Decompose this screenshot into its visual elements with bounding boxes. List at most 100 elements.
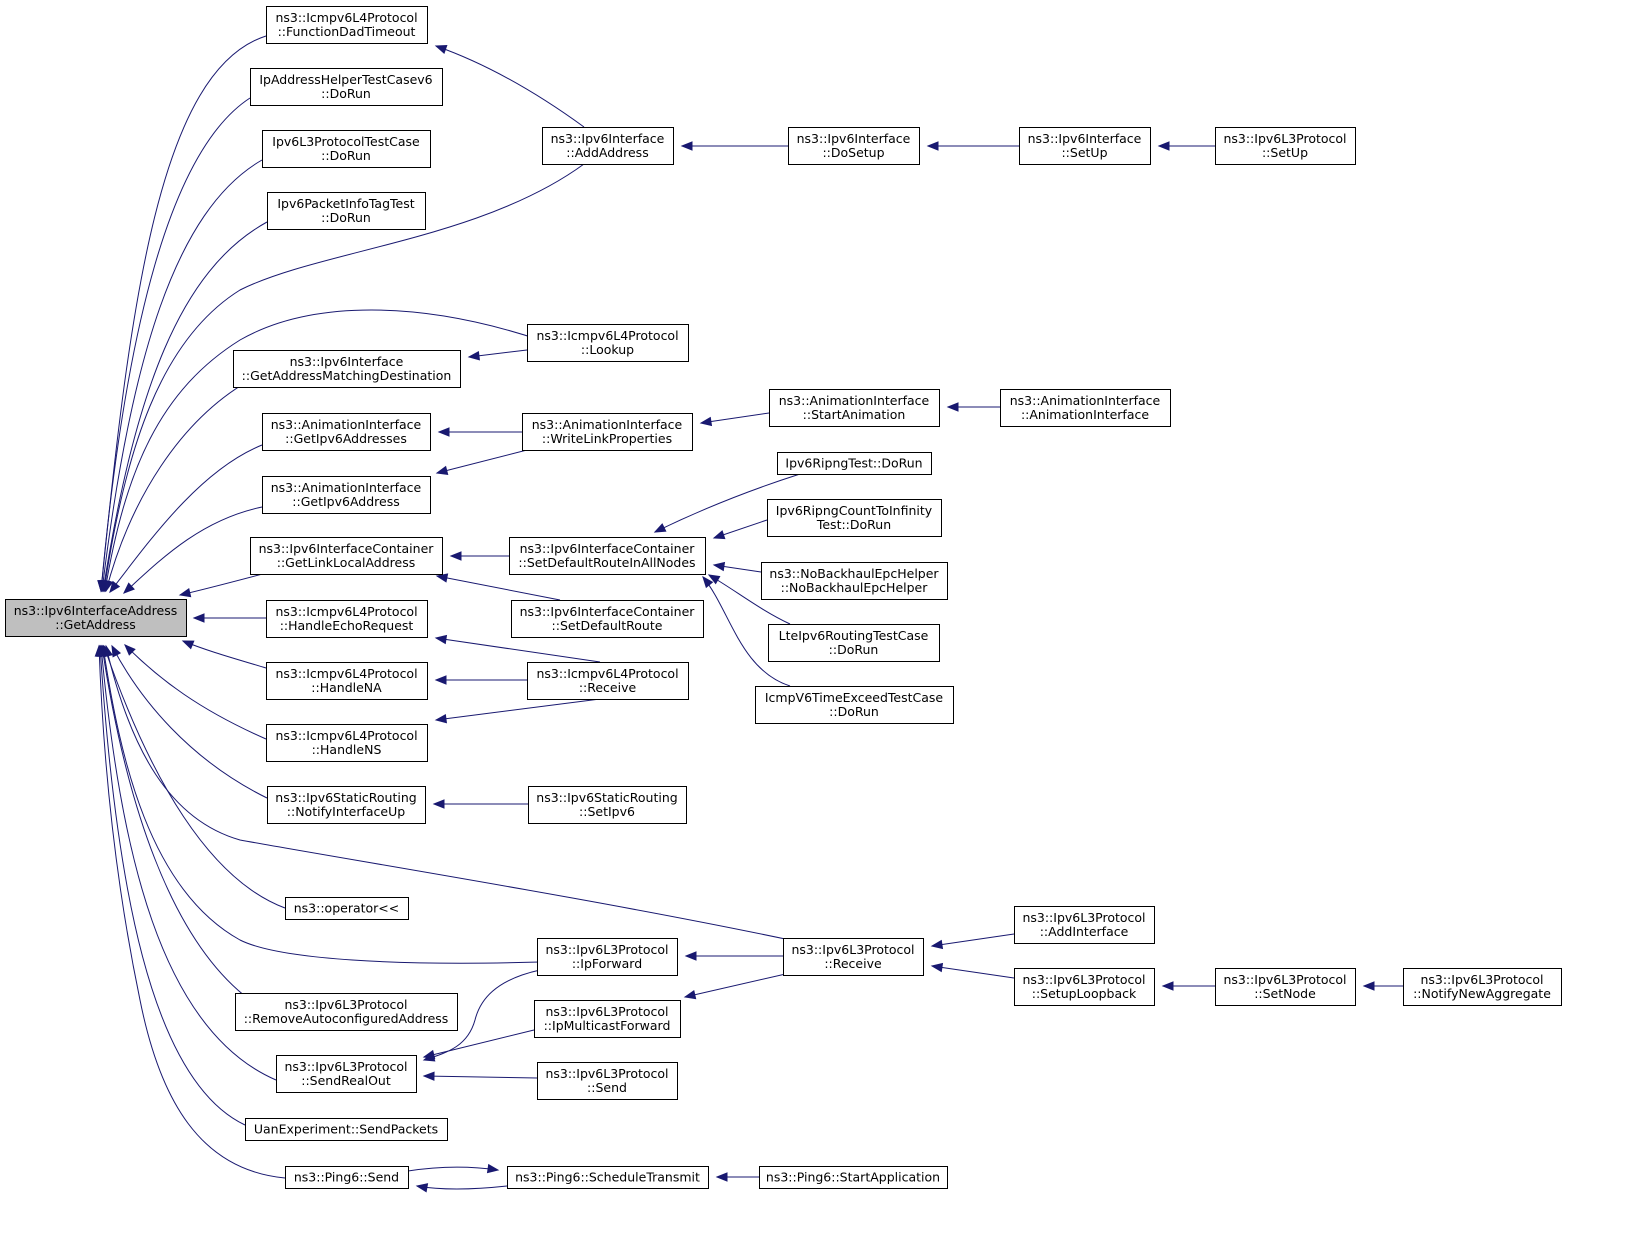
node-iphelper[interactable]: IpAddressHelperTestCasev6::DoRun <box>250 68 443 106</box>
node-label-line: ::IpMulticastForward <box>544 1018 671 1033</box>
node-cont_setdef[interactable]: ns3::Ipv6InterfaceContainer::SetDefaultR… <box>511 600 704 638</box>
node-ping_sched[interactable]: ns3::Ping6::ScheduleTransmit <box>507 1166 709 1189</box>
node-label-line: ::AddInterface <box>1040 924 1129 939</box>
call-edge-l3_setnode-to-l3_setuploop <box>1161 981 1215 991</box>
node-l3_ipforward[interactable]: ns3::Ipv6L3Protocol::IpForward <box>537 938 678 976</box>
node-l3_setnode[interactable]: ns3::Ipv6L3Protocol::SetNode <box>1215 968 1356 1006</box>
node-ping_send[interactable]: ns3::Ping6::Send <box>285 1166 409 1189</box>
call-edge-icmp_echo-to-root <box>192 613 266 623</box>
call-edge-lte_routing-to-cont_setdefall <box>707 574 791 625</box>
node-box <box>262 476 431 514</box>
edge-line <box>124 644 267 740</box>
node-icmp_dad[interactable]: ns3::Icmpv6L4Protocol::FunctionDadTimeou… <box>266 6 428 44</box>
node-anim_writelink[interactable]: ns3::AnimationInterface::WriteLinkProper… <box>522 413 693 451</box>
node-if_dosetup[interactable]: ns3::Ipv6Interface::DoSetup <box>788 127 920 165</box>
node-if_addaddr[interactable]: ns3::Ipv6Interface::AddAddress <box>542 127 674 165</box>
node-box <box>527 324 689 362</box>
node-l3_ipmcast[interactable]: ns3::Ipv6L3Protocol::IpMulticastForward <box>534 1000 681 1038</box>
node-anim_getaddrs[interactable]: ns3::AnimationInterface::GetIpv6Addresse… <box>262 413 431 451</box>
node-if_setup[interactable]: ns3::Ipv6Interface::SetUp <box>1019 127 1151 165</box>
node-anim_getaddr[interactable]: ns3::AnimationInterface::GetIpv6Address <box>262 476 431 514</box>
node-label-line: ns3::Ipv6InterfaceContainer <box>259 541 435 556</box>
edge-arrowhead <box>930 939 944 950</box>
node-box <box>266 6 428 44</box>
node-box <box>245 1118 448 1141</box>
edge-arrowhead <box>434 45 448 54</box>
node-box <box>509 537 706 575</box>
node-pktinfo[interactable]: Ipv6PacketInfoTagTest::DoRun <box>267 192 426 230</box>
call-edge-if_setup-to-if_dosetup <box>926 141 1019 151</box>
edge-line <box>423 969 541 1061</box>
node-label-line: ns3::Ipv6Interface <box>1028 131 1142 146</box>
call-edge-l3_send-to-l3_sendrealout <box>422 1071 538 1081</box>
node-getaddrmatch[interactable]: ns3::Ipv6Interface::GetAddressMatchingDe… <box>233 350 461 388</box>
node-l3_notifyagg[interactable]: ns3::Ipv6L3Protocol::NotifyNewAggregate <box>1403 968 1562 1006</box>
call-edge-anim_getaddrs-to-root <box>109 444 263 594</box>
node-icmp_lookup[interactable]: ns3::Icmpv6L4Protocol::Lookup <box>527 324 689 362</box>
node-label-line: ns3::Icmpv6L4Protocol <box>536 666 678 681</box>
node-anim_ctor[interactable]: ns3::AnimationInterface::AnimationInterf… <box>1000 389 1171 427</box>
call-edge-l3_receive-to-l3_ipforward <box>684 951 783 961</box>
node-ripng_test[interactable]: Ipv6RipngTest::DoRun <box>777 452 932 475</box>
edge-line <box>182 640 267 669</box>
node-icmp_time[interactable]: IcmpV6TimeExceedTestCase::DoRun <box>755 686 954 724</box>
edge-line <box>103 163 585 592</box>
edge-arrowhead <box>712 530 726 540</box>
edge-arrowhead <box>715 1172 728 1182</box>
node-uan_send[interactable]: UanExperiment::SendPackets <box>245 1118 448 1141</box>
node-cont_setdefall[interactable]: ns3::Ipv6InterfaceContainer::SetDefaultR… <box>509 537 706 575</box>
call-edge-icmp_time-to-cont_setdefall <box>702 575 791 687</box>
node-l3_sendrealout[interactable]: ns3::Ipv6L3Protocol::SendRealOut <box>276 1055 417 1093</box>
node-static_setipv6[interactable]: ns3::Ipv6StaticRouting::SetIpv6 <box>528 786 687 824</box>
call-edge-ping_send-to-ping_sched <box>407 1163 500 1174</box>
node-lte_routing[interactable]: LteIpv6RoutingTestCase::DoRun <box>768 624 940 662</box>
edge-arrowhead <box>192 613 205 623</box>
node-box <box>262 413 431 451</box>
edge-line <box>423 1029 535 1058</box>
node-box <box>759 1166 948 1189</box>
node-label-line: ns3::AnimationInterface <box>532 417 683 432</box>
node-label-line: UanExperiment::SendPackets <box>254 1122 438 1137</box>
node-static_notify[interactable]: ns3::Ipv6StaticRouting::NotifyInterfaceU… <box>267 786 426 824</box>
edge-arrowhead <box>930 962 944 973</box>
node-root[interactable]: ns3::Ipv6InterfaceAddress::GetAddress <box>5 599 187 637</box>
node-label-line: ::SetDefaultRoute <box>552 618 663 633</box>
node-box <box>250 68 443 106</box>
node-label-line: Ipv6PacketInfoTagTest <box>277 196 414 211</box>
node-box <box>1014 906 1155 944</box>
node-icmp_na[interactable]: ns3::Icmpv6L4Protocol::HandleNA <box>266 662 428 700</box>
node-label-line: ns3::Ipv6L3Protocol <box>545 1066 668 1081</box>
node-box <box>769 389 940 427</box>
call-edge-if_dosetup-to-if_addaddr <box>680 141 788 151</box>
node-op_stream[interactable]: ns3::operator<< <box>285 897 409 920</box>
call-edge-icmp_lookup-to-getaddrmatch <box>467 349 528 361</box>
edge-line <box>101 159 263 592</box>
edge-line <box>436 575 561 601</box>
node-ping_startapp[interactable]: ns3::Ping6::StartApplication <box>759 1166 948 1189</box>
node-l3_receive[interactable]: ns3::Ipv6L3Protocol::Receive <box>783 938 924 976</box>
node-label-line: ns3::Ipv6L3Protocol <box>284 1059 407 1074</box>
node-l3_setuploop[interactable]: ns3::Ipv6L3Protocol::SetupLoopback <box>1014 968 1155 1006</box>
node-label-line: ::FunctionDadTimeout <box>278 24 416 39</box>
node-ipv6l3test[interactable]: Ipv6L3ProtocolTestCase::DoRun <box>262 130 431 168</box>
node-anim_start[interactable]: ns3::AnimationInterface::StartAnimation <box>769 389 940 427</box>
node-l3_send[interactable]: ns3::Ipv6L3Protocol::Send <box>537 1062 678 1100</box>
node-icmp_receive[interactable]: ns3::Icmpv6L4Protocol::Receive <box>527 662 689 700</box>
edge-arrowhead <box>111 644 122 658</box>
edge-line <box>435 45 585 128</box>
node-icmp_ns[interactable]: ns3::Icmpv6L4Protocol::HandleNS <box>266 724 428 762</box>
node-label-line: ::HandleNA <box>311 680 382 695</box>
node-label-line: ::DoRun <box>321 210 371 225</box>
node-icmp_echo[interactable]: ns3::Icmpv6L4Protocol::HandleEchoRequest <box>266 600 428 638</box>
node-nobackhaul[interactable]: ns3::NoBackhaulEpcHelper::NoBackhaulEpcH… <box>761 562 948 600</box>
node-l3_setup[interactable]: ns3::Ipv6L3Protocol::SetUp <box>1215 127 1356 165</box>
node-l3_addif[interactable]: ns3::Ipv6L3Protocol::AddInterface <box>1014 906 1155 944</box>
node-box <box>527 662 689 700</box>
node-l3_removeauto[interactable]: ns3::Ipv6L3Protocol::RemoveAutoconfigure… <box>235 993 458 1031</box>
node-box <box>235 993 458 1031</box>
edge-line <box>100 97 251 592</box>
edge-line <box>111 645 268 799</box>
node-cont_getlla[interactable]: ns3::Ipv6InterfaceContainer::GetLinkLoca… <box>250 537 443 575</box>
